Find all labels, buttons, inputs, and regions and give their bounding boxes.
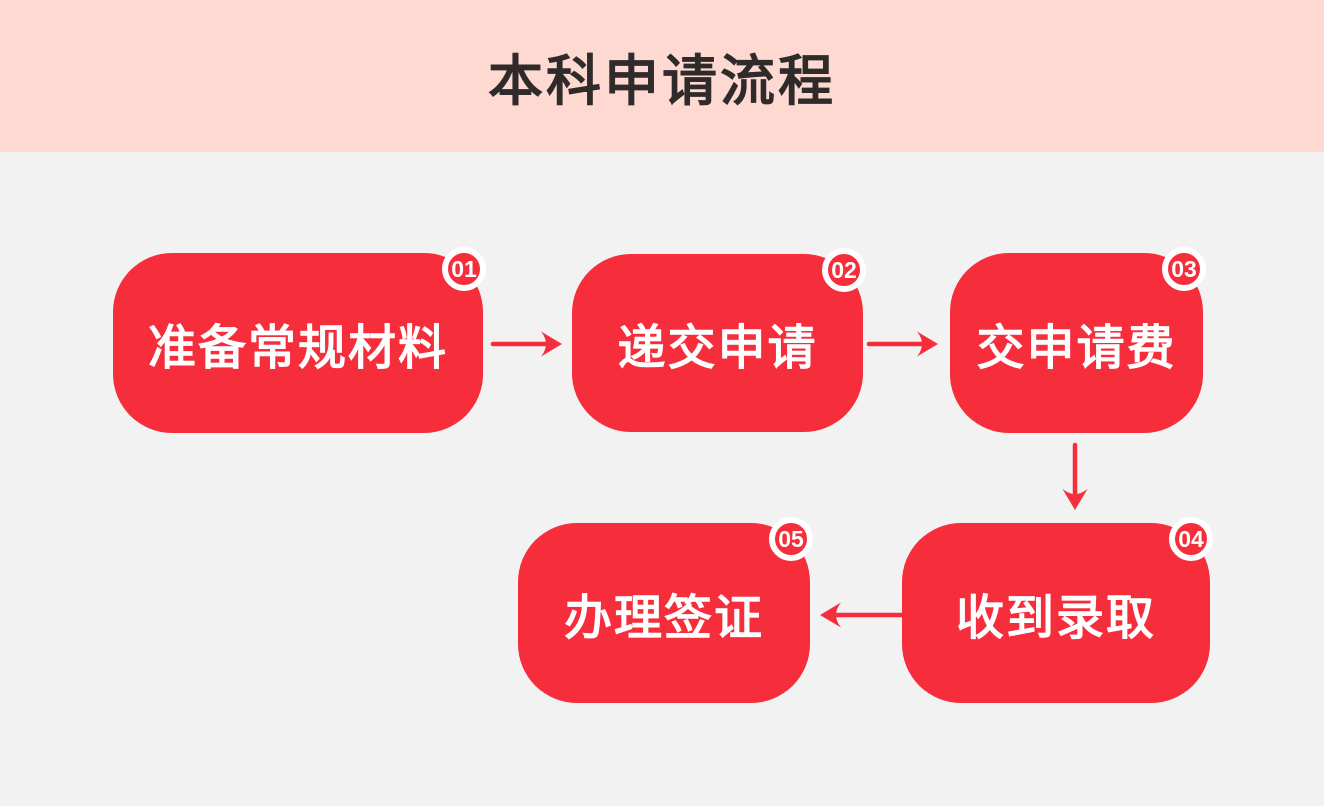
step-card-pay-application-fee: 03 交申请费: [950, 247, 1206, 433]
step-label: 准备常规材料: [147, 322, 448, 375]
step-label: 收到录取: [955, 592, 1156, 645]
step-number-badge: 05: [769, 517, 813, 561]
step-label: 递交申请: [617, 322, 818, 375]
step-number-badge: 02: [822, 248, 866, 292]
step-label: 交申请费: [976, 322, 1177, 375]
flow-arrow-down-icon: [1062, 442, 1088, 510]
flow-arrow-right-icon: [490, 331, 562, 357]
step-card-receive-admission: 04 收到录取: [902, 517, 1213, 703]
step-label: 办理签证: [563, 592, 764, 645]
flow-arrow-right-icon: [866, 331, 938, 357]
step-number-badge: 04: [1169, 517, 1213, 561]
step-card-prepare-materials: 01 准备常规材料: [113, 247, 486, 433]
step-card-process-visa: 05 办理签证: [518, 517, 813, 703]
step-card-submit-application: 02 递交申请: [572, 248, 866, 432]
flow-diagram: 01 准备常规材料 02 递交申请 03 交申请费 04 收到录取: [0, 152, 1324, 806]
step-number-badge: 01: [442, 247, 486, 291]
page-title: 本科申请流程: [487, 50, 836, 112]
header-banner: 本科申请流程: [0, 0, 1324, 152]
flow-arrow-left-icon: [820, 602, 905, 628]
step-number-badge: 03: [1162, 247, 1206, 291]
